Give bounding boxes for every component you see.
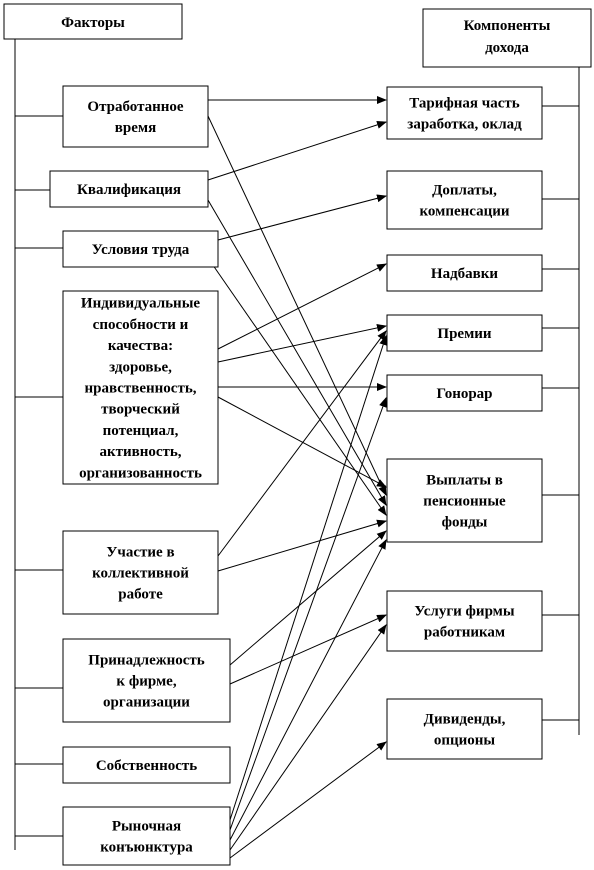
box-frame bbox=[386, 86, 543, 140]
box-label-line: способности и bbox=[93, 317, 189, 333]
box-frame bbox=[386, 374, 543, 412]
box-frame bbox=[386, 458, 543, 543]
factor-f3: Условия труда bbox=[15, 230, 219, 268]
box-label-line: Доплаты, bbox=[432, 182, 497, 198]
box-frame bbox=[49, 170, 209, 208]
box-label-line: опционы bbox=[434, 733, 496, 749]
box-label-line: Надбавки bbox=[431, 266, 498, 282]
factors-header: Факторы bbox=[3, 3, 183, 40]
component-c8: Дивиденды, опционы bbox=[386, 698, 579, 760]
box-label-line: организации bbox=[103, 695, 190, 711]
arrow-f8-c6 bbox=[229, 539, 387, 841]
arrow-f8-c7 bbox=[229, 624, 387, 851]
arrow-f5-c6 bbox=[217, 519, 387, 572]
box-label-line: Тарифная часть bbox=[409, 95, 519, 111]
factor-f7: Собственность bbox=[15, 746, 231, 784]
factor-f4: Индивидуальные способности и качества: здор… bbox=[15, 290, 219, 485]
component-c7: Услуги фирмы работникам bbox=[386, 590, 579, 652]
component-c4: Премии bbox=[386, 314, 579, 352]
arrow-f6-c6 bbox=[229, 530, 387, 666]
box-label-line: качества: bbox=[108, 338, 173, 354]
box-label-line: конъюнктура bbox=[100, 840, 193, 856]
box-label-line: Условия труда bbox=[92, 242, 190, 258]
box-label-line: Рыночная bbox=[112, 818, 181, 834]
box-label-line: потенциал, bbox=[103, 423, 179, 439]
box-label-line: Услуги фирмы bbox=[414, 603, 515, 619]
box-label-line: Принадлежность bbox=[88, 652, 205, 668]
box-label-line: заработка, оклад bbox=[407, 117, 522, 133]
arrow-f4-c4 bbox=[217, 323, 387, 363]
factor-f5: Участие в коллективной работе bbox=[15, 530, 219, 615]
box-label-line: работникам bbox=[424, 625, 505, 641]
box-label-line: фонды bbox=[442, 515, 488, 531]
box-frame bbox=[386, 170, 543, 230]
factor-f8: Рыночная конъюнктура bbox=[15, 806, 231, 866]
box-label-line: пенсионные bbox=[423, 494, 506, 510]
box-label-line: работе bbox=[118, 587, 163, 603]
components-header: Компоненты дохода bbox=[422, 8, 592, 68]
box-frame bbox=[386, 590, 543, 652]
box-label-line: Премии bbox=[437, 326, 492, 342]
box-frame bbox=[62, 530, 219, 615]
components-header-line-2: дохода bbox=[485, 40, 529, 56]
box-label-line: время bbox=[115, 120, 156, 136]
arrow-f8-c5 bbox=[229, 397, 387, 831]
box-frame bbox=[62, 746, 231, 784]
box-label-line: коллективной bbox=[92, 566, 189, 582]
box-frame bbox=[386, 698, 543, 760]
component-c3: Надбавки bbox=[386, 254, 579, 292]
box-label-line: Выплаты в bbox=[426, 472, 503, 488]
factor-f1: Отработанное время bbox=[15, 85, 209, 148]
factors-header-text: Факторы bbox=[61, 15, 125, 31]
box-label-line: Квалификация bbox=[77, 182, 181, 198]
components-header-line-1: Компоненты bbox=[464, 18, 551, 34]
factor-f2: Квалификация bbox=[15, 170, 209, 208]
arrow-f1-c6 bbox=[207, 115, 387, 496]
box-frame bbox=[62, 230, 219, 268]
box-frame bbox=[386, 314, 543, 352]
box-frame bbox=[62, 806, 231, 866]
box-label-line: Гонорар bbox=[436, 386, 492, 402]
box-label-line: организованность bbox=[79, 465, 202, 481]
arrow-f5-c4 bbox=[217, 330, 387, 557]
box-label-line: Отработанное bbox=[87, 99, 184, 115]
box-label-line: компенсации bbox=[419, 204, 509, 220]
box-label-line: Собственность bbox=[96, 758, 197, 774]
arrow-f4-c6 bbox=[217, 396, 387, 488]
box-label-line: творческий bbox=[101, 402, 180, 418]
arrow-f6-c7 bbox=[229, 614, 387, 685]
arrow-f8-c4 bbox=[229, 335, 388, 821]
box-label-line: Участие в bbox=[106, 544, 174, 560]
box-label-line: к фирме, bbox=[116, 674, 176, 690]
component-c5: Гонорар bbox=[386, 374, 579, 412]
box-label-line: нравственность, bbox=[84, 381, 196, 397]
component-c6: Выплаты в пенсионные фонды bbox=[386, 458, 579, 543]
box-label-line: Дивиденды, bbox=[424, 711, 506, 727]
box-label-line: активность, bbox=[99, 444, 181, 460]
factor-f6: Принадлежность к фирме, организации bbox=[15, 638, 231, 723]
arrow-f4-c3 bbox=[217, 263, 387, 350]
box-label-line: Индивидуальные bbox=[81, 296, 201, 312]
arrow-f3-c2 bbox=[217, 194, 387, 241]
arrow-f2-c6 bbox=[207, 199, 387, 506]
arrow-f2-c1 bbox=[207, 120, 387, 181]
box-label-line: здоровье, bbox=[109, 359, 172, 375]
links-layer bbox=[207, 96, 388, 859]
box-frame bbox=[386, 254, 543, 292]
component-c1: Тарифная часть заработка, оклад bbox=[386, 86, 579, 140]
box-frame bbox=[62, 85, 209, 148]
arrow-f8-c8 bbox=[229, 741, 387, 859]
component-c2: Доплаты, компенсации bbox=[386, 170, 579, 230]
box-frame bbox=[62, 638, 231, 723]
box-frame bbox=[62, 290, 219, 485]
